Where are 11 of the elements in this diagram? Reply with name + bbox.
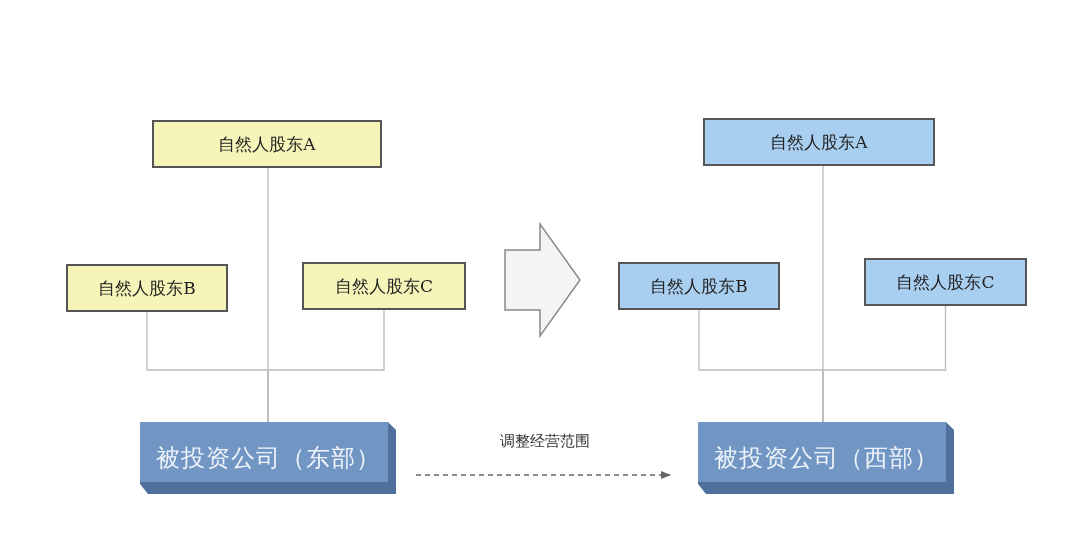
- shareholder-box: 自然人股东A: [152, 120, 382, 168]
- connector-line: [822, 305, 947, 423]
- connector-line: [267, 309, 385, 423]
- arrow: [415, 471, 671, 479]
- shareholder-box: 自然人股东A: [703, 118, 935, 166]
- shareholder-box: 自然人股东B: [66, 264, 228, 312]
- shareholder-box: 自然人股东C: [864, 258, 1027, 306]
- shareholder-box: 自然人股东C: [302, 262, 466, 310]
- shareholder-box: 自然人股东B: [618, 262, 780, 310]
- company-box: 被投资公司（西部）: [698, 422, 954, 494]
- company-box: 被投资公司（东部）: [140, 422, 396, 494]
